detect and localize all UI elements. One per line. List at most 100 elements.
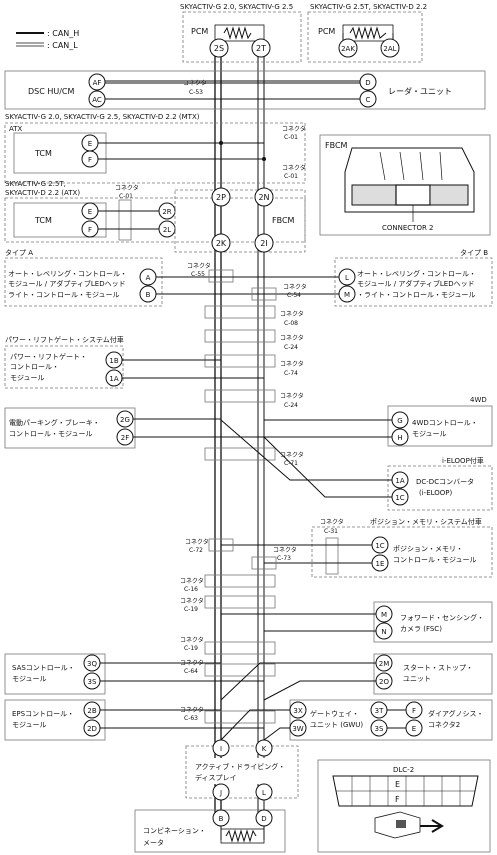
c24b-label: コネクタ bbox=[280, 392, 304, 400]
epb-terminal-2g bbox=[116, 410, 134, 428]
sas-line2: モジュール bbox=[12, 675, 47, 683]
tcm2-conn-id: C-01 bbox=[119, 193, 133, 200]
c08-label: コネクタ bbox=[280, 310, 304, 318]
startstop-terminal-2o bbox=[375, 672, 393, 690]
radar-terminal-d bbox=[359, 73, 377, 91]
sas-3q-label: 3Q bbox=[87, 660, 97, 668]
sas-line1: SASコントロール・ bbox=[12, 664, 75, 672]
type-a-terminal-a bbox=[139, 268, 157, 286]
c08-id: C-08 bbox=[284, 320, 298, 327]
add-terminal-i bbox=[212, 739, 230, 757]
dlc2-illustration: DLC-2 E F bbox=[317, 759, 491, 853]
legend-can-l: : CAN_L bbox=[47, 41, 78, 50]
epb-terminal-2f bbox=[116, 428, 134, 446]
memory-frame bbox=[311, 526, 493, 578]
terminal-2al bbox=[380, 38, 400, 58]
awd-title: 4WD bbox=[470, 396, 487, 404]
tcm2-title1: SKYACTIV-G 2.5T, bbox=[5, 180, 66, 188]
fbcm-terminal-2i bbox=[254, 233, 274, 253]
c24a-id: C-24 bbox=[284, 344, 298, 351]
c19a-id: C-19 bbox=[184, 606, 198, 613]
gwu-terminal-3x bbox=[289, 701, 307, 719]
diag-line2: コネクタ2 bbox=[428, 720, 460, 729]
radar-terminal-c bbox=[359, 90, 377, 108]
type-a-terminal-b bbox=[139, 285, 157, 303]
trunk-connectors bbox=[204, 305, 276, 724]
awd-frame bbox=[387, 405, 493, 447]
c01b-label: コネクタ bbox=[282, 164, 306, 172]
fsc-n-label: N bbox=[381, 628, 386, 636]
fbcm-2l-label: 2L bbox=[163, 226, 171, 234]
terminal-2s-label: 2S bbox=[214, 44, 224, 53]
top-title-right: SKYACTIV-G 2.5T, SKYACTIV-D 2.2 bbox=[310, 3, 427, 11]
dlc2-pin-e: E bbox=[395, 780, 400, 789]
c73-label: コネクタ bbox=[273, 546, 297, 554]
tcm2-terminal-e bbox=[81, 202, 99, 220]
meter-d-label: D bbox=[261, 815, 266, 823]
add-i-label: I bbox=[220, 745, 222, 753]
gwu-terminal-3s bbox=[370, 719, 388, 737]
fsc-terminal-m bbox=[375, 605, 393, 623]
c72-label: コネクタ bbox=[185, 538, 209, 546]
dlc-f-label: F bbox=[412, 707, 416, 715]
type-b-terminal-l bbox=[338, 268, 356, 286]
fsc-m-label: M bbox=[381, 611, 387, 619]
fbcm-frame bbox=[174, 189, 306, 253]
sas-terminal-3q bbox=[83, 654, 101, 672]
gwu-3t-label: 3T bbox=[375, 707, 384, 715]
ieloop-terminal-1c bbox=[391, 488, 409, 506]
memory-terminal-1e bbox=[371, 554, 389, 572]
memory-1c-label: 1C bbox=[375, 542, 384, 550]
fbcm-2i-label: 2I bbox=[260, 239, 267, 248]
c53-id: C-53 bbox=[189, 89, 203, 96]
type-b-line3: ・ライト・コントロール・モジュール bbox=[357, 291, 476, 299]
type-a-line3: ライト・コントロール・モジュール bbox=[8, 291, 120, 299]
awd-terminal-g bbox=[391, 411, 409, 429]
c64-label: コネクタ bbox=[180, 659, 204, 667]
ieloop-line1: DC-DCコンバータ bbox=[416, 477, 474, 486]
terminal-2t-label: 2T bbox=[256, 44, 266, 53]
c55-id: C-55 bbox=[191, 271, 205, 278]
gwu-3x-label: 3X bbox=[293, 707, 302, 715]
type-a-a-label: A bbox=[146, 274, 151, 282]
add-line2: ディスプレイ bbox=[195, 773, 237, 782]
eps-terminal-2b bbox=[83, 701, 101, 719]
gwu-line2: ユニット (GWU) bbox=[310, 721, 363, 729]
liftgate-line3: モジュール bbox=[10, 374, 45, 382]
c64-id: C-64 bbox=[184, 668, 198, 675]
tcm1-f-label: F bbox=[88, 156, 92, 164]
add-l-label: L bbox=[262, 789, 266, 797]
c53-label: コネクタ bbox=[183, 79, 207, 87]
memory-title: ポジション・メモリ・システム付車 bbox=[370, 517, 482, 526]
tcm-2-label: TCM bbox=[34, 216, 52, 225]
terminal-2t bbox=[251, 38, 271, 58]
terminal-2al-label: 2AL bbox=[383, 45, 396, 53]
sas-terminal-3s bbox=[83, 672, 101, 690]
terminating-resistor-left bbox=[214, 24, 265, 42]
dlc-terminal-f bbox=[405, 701, 423, 719]
tcm2-title2: SKYACTIV-D 2.2 (ATX) bbox=[5, 189, 80, 197]
dsc-terminal-af bbox=[88, 73, 106, 91]
eps-2b-label: 2B bbox=[87, 707, 96, 715]
gwu-terminal-3t bbox=[370, 701, 388, 719]
pcm-left-label: PCM bbox=[191, 27, 208, 36]
fbcm-terminal-2n bbox=[254, 187, 274, 207]
eps-2d-label: 2D bbox=[87, 725, 97, 733]
dsc-label: DSC HU/CM bbox=[28, 87, 75, 96]
connector-2-label: CONNECTOR 2 bbox=[382, 224, 434, 232]
add-terminal-l bbox=[255, 783, 273, 801]
awd-line2: モジュール bbox=[412, 430, 447, 438]
startstop-terminal-2m bbox=[375, 654, 393, 672]
tcm2-e-label: E bbox=[88, 208, 92, 216]
add-k-label: K bbox=[262, 745, 267, 753]
radar-c-label: C bbox=[366, 96, 371, 104]
type-a-line2: モジュール / アダプティブLEDヘッド bbox=[8, 279, 126, 288]
c73-id: C-73 bbox=[277, 555, 291, 562]
liftgate-line1: パワー・リフトゲート・ bbox=[10, 352, 87, 361]
memory-line1: ポジション・メモリ・ bbox=[393, 545, 463, 553]
epb-frame bbox=[4, 407, 136, 449]
dlc-e-label: E bbox=[412, 725, 416, 733]
terminal-2s bbox=[209, 38, 229, 58]
tcm-1-frame bbox=[13, 132, 107, 174]
c71-label: コネクタ bbox=[280, 451, 304, 459]
